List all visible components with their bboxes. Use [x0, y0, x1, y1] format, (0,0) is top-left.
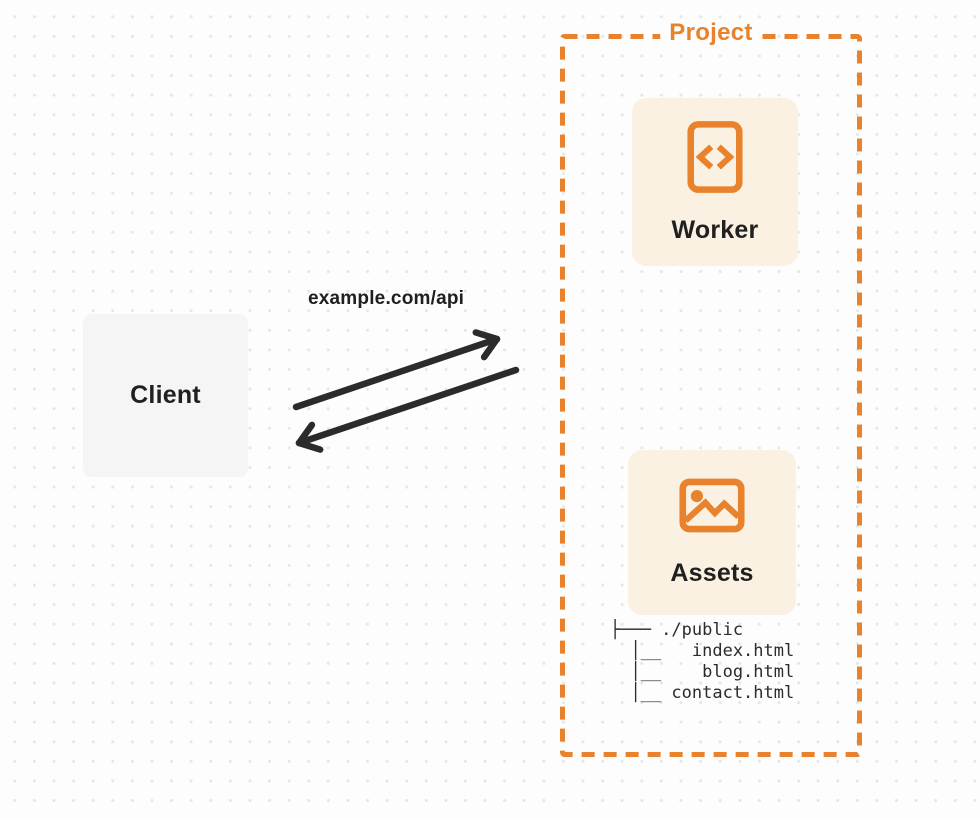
client-label: Client — [130, 381, 201, 409]
image-icon — [679, 478, 745, 532]
assets-file-tree: ├─── ./public │__ index.html │__ blog.ht… — [610, 620, 795, 703]
response-arrow — [295, 366, 520, 453]
project-container: Project Worker Assets ├─── ./public │__ … — [560, 19, 862, 757]
code-document-icon — [687, 120, 743, 193]
assets-label: Assets — [670, 558, 754, 587]
request-url-label: example.com/api — [308, 288, 465, 309]
worker-label: Worker — [671, 215, 759, 244]
assets-node: Assets — [628, 450, 796, 615]
request-arrow — [292, 329, 501, 411]
client-node: Client — [83, 314, 248, 477]
worker-node: Worker — [632, 98, 798, 266]
project-title: Project — [660, 19, 762, 47]
